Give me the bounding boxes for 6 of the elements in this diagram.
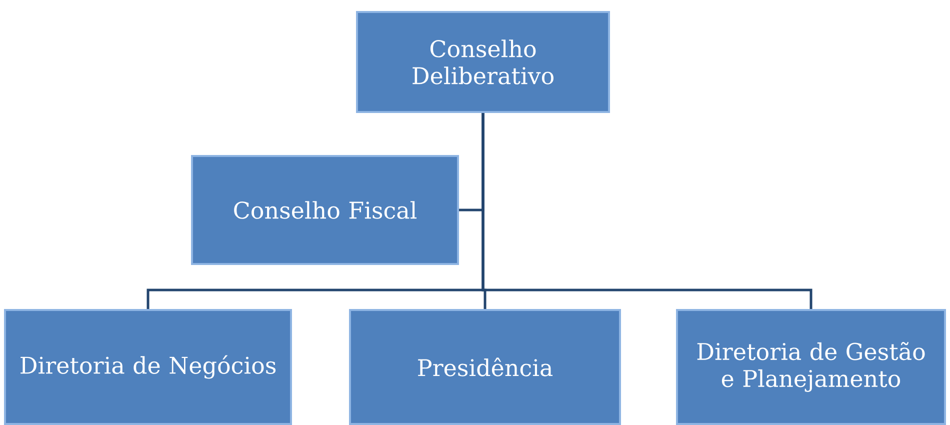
connector-line [482, 113, 812, 309]
org-box: Diretoria de Negócios [4, 309, 292, 425]
org-box: Diretoria de Gestão e Planejamento [676, 309, 946, 425]
org-box: Conselho Fiscal [191, 155, 459, 265]
org-box: Conselho Deliberativo [356, 11, 610, 113]
org-box: Presidência [349, 309, 621, 425]
